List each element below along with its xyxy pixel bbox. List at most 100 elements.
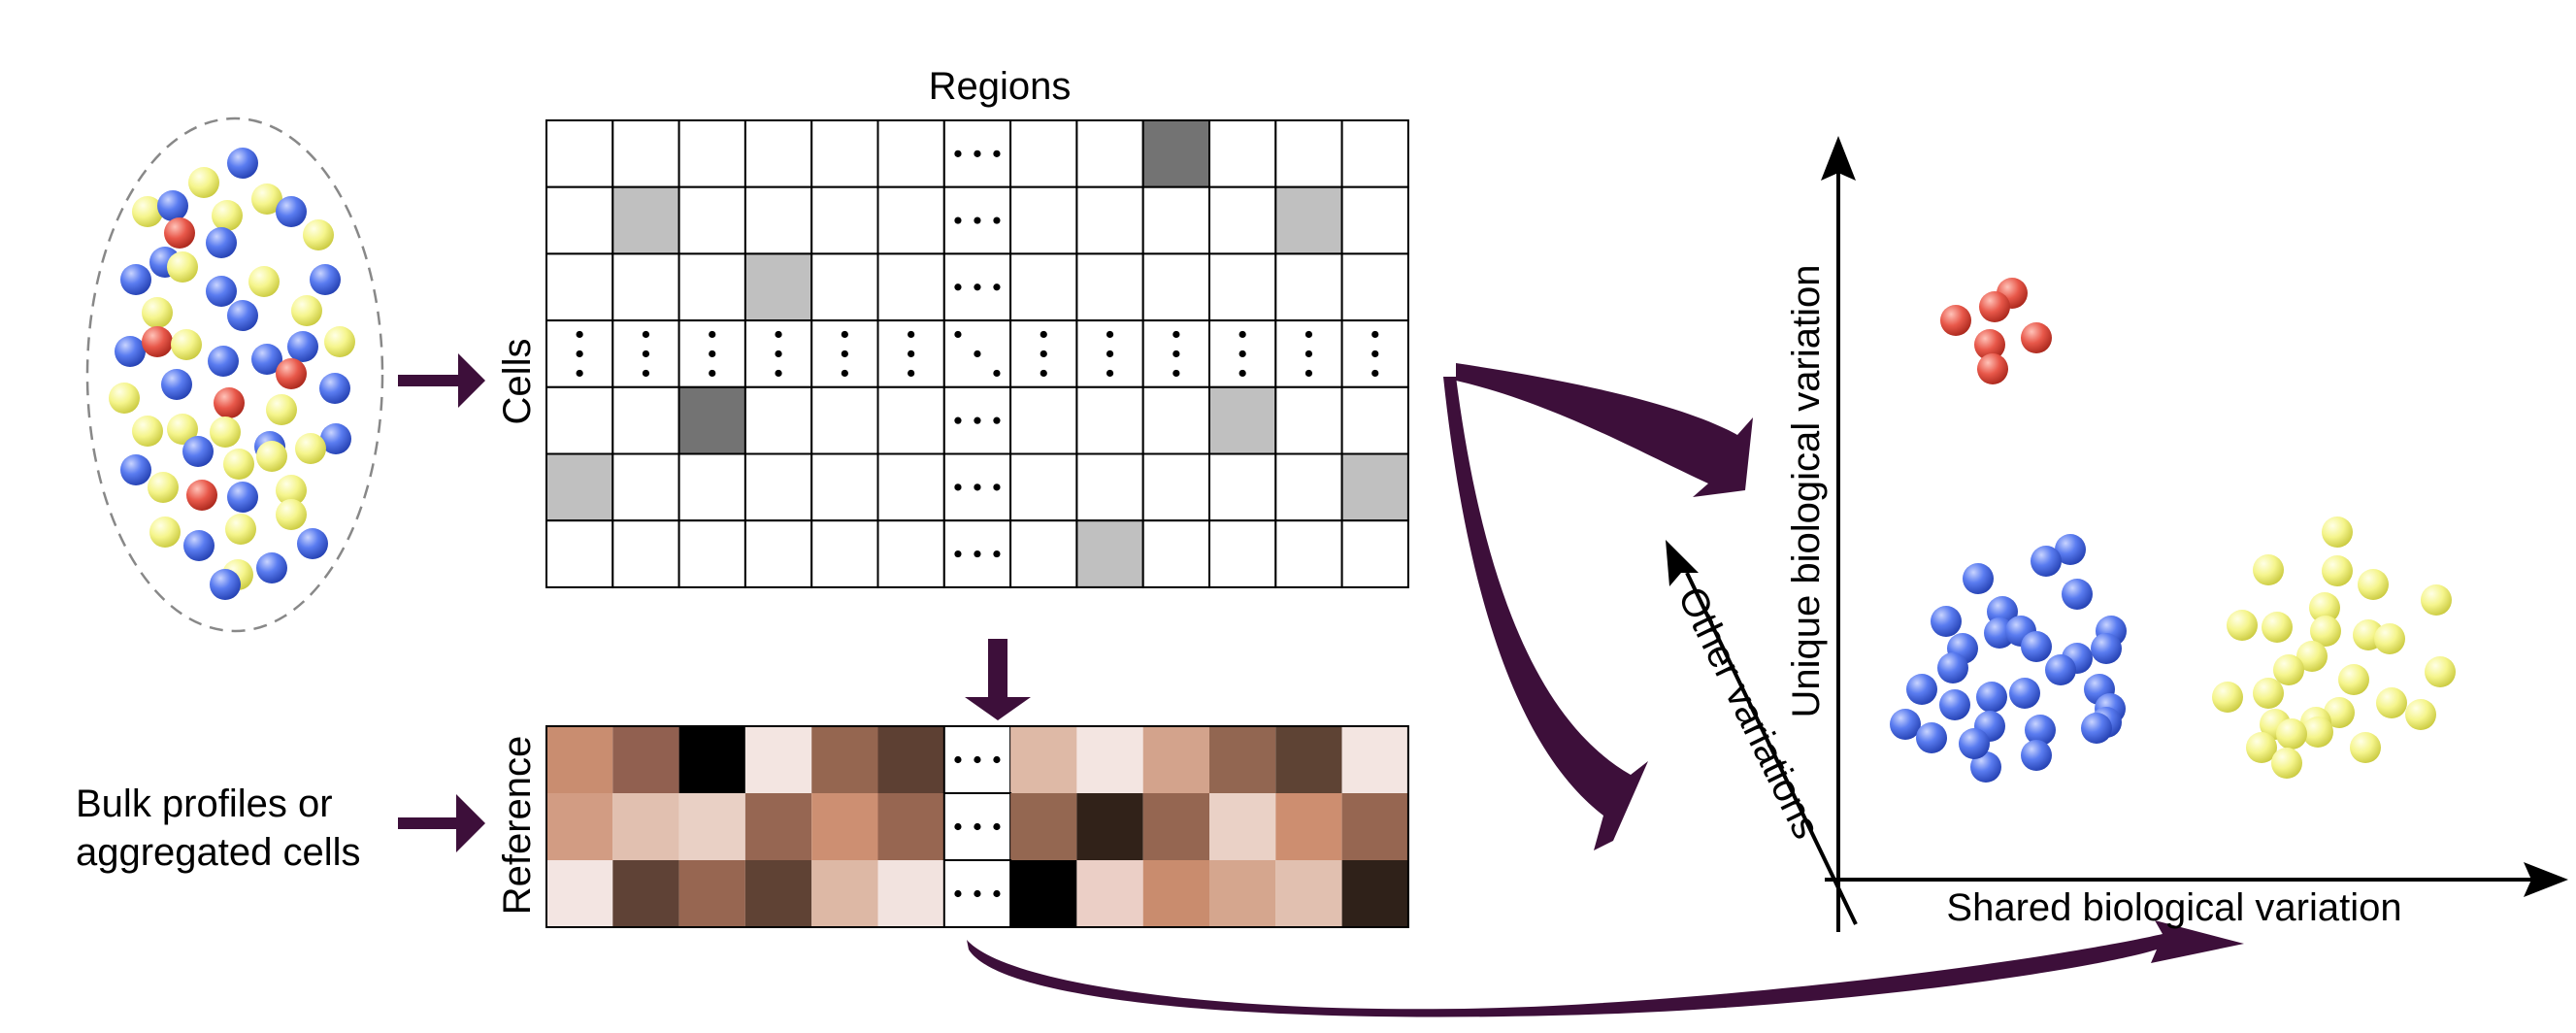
ellipsis-dot bbox=[1040, 350, 1047, 358]
red-cell bbox=[2021, 322, 2052, 353]
matrix-cell bbox=[876, 452, 945, 522]
ellipsis-dot bbox=[709, 330, 716, 339]
matrix-cell bbox=[1075, 519, 1144, 588]
reference-cell bbox=[1275, 860, 1342, 927]
ellipsis-dot bbox=[974, 755, 981, 764]
yellow-cell bbox=[324, 326, 355, 357]
ellipsis-dot bbox=[974, 150, 981, 157]
matrix-cell bbox=[545, 519, 614, 588]
ellipsis-dot bbox=[775, 350, 782, 358]
ellipsis-dot bbox=[1371, 330, 1379, 339]
ellipsis-dot bbox=[954, 283, 962, 291]
reference-cell bbox=[1209, 726, 1276, 793]
reference-cell bbox=[1275, 726, 1342, 793]
ellipsis-dot bbox=[974, 550, 981, 558]
reference-cell bbox=[1275, 793, 1342, 860]
yellow-cell bbox=[2324, 697, 2355, 728]
matrix-cell bbox=[1340, 452, 1409, 522]
blue-cell bbox=[2031, 546, 2062, 577]
yellow-cell bbox=[212, 200, 243, 231]
matrix-cell bbox=[743, 385, 813, 455]
blue-cell bbox=[1963, 563, 1994, 594]
blue-cell bbox=[227, 300, 258, 331]
yellow-cell bbox=[171, 329, 202, 360]
yellow-cell bbox=[2421, 584, 2452, 616]
reference-cell bbox=[546, 726, 613, 793]
yellow-cell bbox=[276, 475, 307, 506]
matrix-cell bbox=[743, 119, 813, 188]
yellow-cell bbox=[2350, 732, 2381, 763]
ellipsis-dot bbox=[993, 150, 1001, 157]
reference-cell bbox=[1010, 726, 1077, 793]
reference-cell bbox=[1341, 726, 1408, 793]
ellipsis-dot bbox=[954, 550, 962, 558]
reference-cell bbox=[1209, 860, 1276, 927]
ellipsis-dot bbox=[775, 330, 782, 339]
red-cell bbox=[164, 217, 195, 249]
arrow-population-to-cells bbox=[398, 353, 485, 408]
blue-cell bbox=[227, 148, 258, 179]
ellipsis-dot bbox=[908, 350, 915, 358]
yellow-cell bbox=[148, 472, 179, 503]
reference-cell bbox=[744, 793, 812, 860]
red-cell bbox=[214, 387, 245, 418]
ellipsis-dot bbox=[954, 822, 962, 831]
yellow-cell bbox=[132, 196, 163, 227]
matrix-cell bbox=[677, 385, 746, 455]
matrix-cell bbox=[1340, 252, 1409, 322]
blue-cell bbox=[1939, 689, 1970, 720]
blue-cell bbox=[297, 528, 328, 559]
blue-cell bbox=[161, 369, 192, 400]
reference-cell bbox=[811, 726, 878, 793]
embedding-axes bbox=[1666, 136, 2568, 932]
yellow-cell bbox=[2253, 678, 2284, 709]
red-cell bbox=[276, 358, 307, 389]
yellow-cell bbox=[2212, 682, 2243, 713]
ellipsis-dot bbox=[954, 889, 962, 898]
ellipsis-dot bbox=[1106, 350, 1114, 358]
matrix-cell bbox=[1009, 452, 1078, 522]
reference-cell bbox=[1076, 726, 1143, 793]
ellipsis-dot bbox=[954, 150, 962, 157]
ellipsis-dot bbox=[993, 822, 1001, 831]
yellow-cell bbox=[248, 266, 280, 297]
x-axis-arrowhead bbox=[2524, 862, 2568, 897]
matrix-cell bbox=[545, 252, 614, 322]
ellipsis-dot bbox=[642, 369, 650, 378]
ellipsis-dot bbox=[709, 369, 716, 378]
red-cell bbox=[1977, 353, 2008, 384]
x-axis-label: Shared biological variation bbox=[1946, 886, 2401, 929]
matrix-cell bbox=[1340, 385, 1409, 455]
cell-population bbox=[85, 117, 384, 633]
ellipsis-dot bbox=[1040, 369, 1047, 378]
matrix-cell bbox=[1075, 119, 1144, 188]
reference-cell bbox=[1142, 793, 1209, 860]
blue-cell bbox=[256, 552, 287, 583]
matrix-cell bbox=[1141, 385, 1210, 455]
reference-cell bbox=[1142, 860, 1209, 927]
matrix-cell bbox=[1141, 519, 1210, 588]
yellow-cell bbox=[276, 499, 307, 530]
blue-cell bbox=[120, 264, 151, 295]
blue-cell bbox=[2021, 740, 2052, 771]
other-axis-line bbox=[1685, 572, 1858, 925]
blue-cell bbox=[210, 569, 241, 600]
blue-cell bbox=[2055, 534, 2086, 565]
yellow-cell bbox=[2302, 716, 2333, 748]
ellipsis-dot bbox=[642, 330, 650, 339]
red-cell bbox=[142, 326, 173, 357]
ellipsis-dot bbox=[709, 350, 716, 358]
blue-cell bbox=[2091, 633, 2122, 664]
blue-cell bbox=[1976, 682, 2007, 713]
arrow-matrix-to-reference bbox=[965, 639, 1031, 720]
blue-cell bbox=[1916, 722, 1947, 753]
ellipsis-dot bbox=[993, 369, 1001, 378]
blue-cell bbox=[208, 346, 239, 377]
blue-cell bbox=[120, 454, 151, 485]
matrix-cell bbox=[545, 385, 614, 455]
reference-cell bbox=[1209, 793, 1276, 860]
yellow-cell bbox=[225, 514, 256, 545]
blue-cell bbox=[1970, 751, 2001, 783]
ellipsis-dot bbox=[1371, 350, 1379, 358]
matrix-cell bbox=[876, 385, 945, 455]
